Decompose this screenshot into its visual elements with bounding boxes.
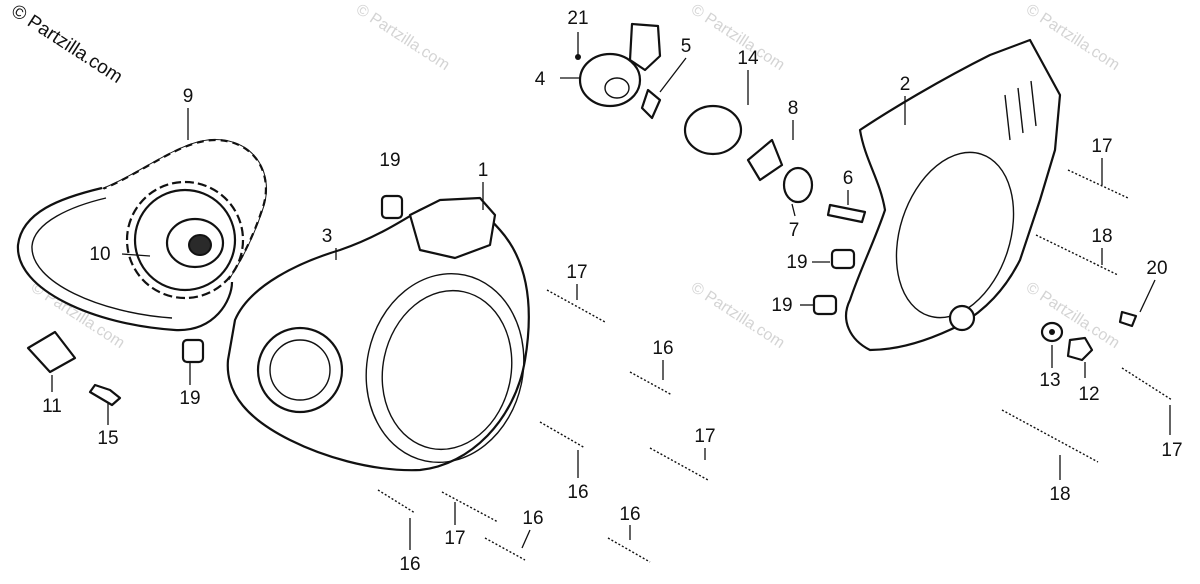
callout-11: 11 xyxy=(42,396,62,417)
callout-13: 13 xyxy=(1039,370,1060,391)
callout-19: 19 xyxy=(379,150,400,171)
callout-21: 21 xyxy=(567,8,588,29)
dowel-pin xyxy=(812,294,838,316)
collar xyxy=(782,166,814,204)
callout-2: 2 xyxy=(900,74,911,95)
callout-15: 15 xyxy=(97,428,118,449)
callout-16: 16 xyxy=(522,508,543,529)
callout-10: 10 xyxy=(89,244,110,265)
callout-5: 5 xyxy=(681,36,692,57)
faint-watermark: © Partzilla.com xyxy=(353,1,453,74)
watermark: © Partzilla.com xyxy=(7,1,126,88)
callout-labels: 21 5 4 14 8 2 9 19 1 3 10 6 7 17 18 19 2… xyxy=(42,8,1182,575)
callout-7: 7 xyxy=(789,220,800,241)
callout-16: 16 xyxy=(619,504,640,525)
callout-16: 16 xyxy=(567,482,588,503)
callout-19: 19 xyxy=(771,295,792,316)
callout-17: 17 xyxy=(1091,136,1112,157)
callout-16: 16 xyxy=(399,554,420,575)
retainer-plate xyxy=(746,138,784,182)
callout-8: 8 xyxy=(788,98,799,119)
side-cover xyxy=(845,38,1062,352)
callout-6: 6 xyxy=(843,168,854,189)
crankcase-cover-rim xyxy=(365,272,525,464)
callout-12: 12 xyxy=(1078,384,1099,405)
crankcase-cover-inner-rim xyxy=(381,289,513,451)
callout-19: 19 xyxy=(786,252,807,273)
dowel-pin xyxy=(830,248,856,270)
callout-17: 17 xyxy=(566,262,587,283)
pulser-assembly xyxy=(575,22,662,120)
clip-bracket xyxy=(26,330,77,374)
nut xyxy=(1066,336,1094,362)
callout-18: 18 xyxy=(1049,484,1070,505)
sprocket xyxy=(125,180,245,300)
dowel-pin xyxy=(380,194,404,220)
side-cover-vents xyxy=(1004,80,1037,141)
callout-3: 3 xyxy=(322,226,333,247)
callout-17: 17 xyxy=(694,426,715,447)
screw-20 xyxy=(1118,310,1138,328)
callout-16: 16 xyxy=(652,338,673,359)
callout-19: 19 xyxy=(179,388,200,409)
callout-14: 14 xyxy=(737,48,759,69)
dowel-pin xyxy=(181,338,205,364)
side-cover-recess xyxy=(895,151,1015,319)
callout-17: 17 xyxy=(1161,440,1182,461)
oil-seal xyxy=(683,104,743,156)
bolts xyxy=(377,169,1173,563)
leader-lines xyxy=(51,32,1171,550)
callout-17: 17 xyxy=(444,528,465,549)
cover-1-bracket xyxy=(408,196,497,260)
stud-bolt xyxy=(826,203,867,224)
bolt-15 xyxy=(88,383,122,407)
callout-9: 9 xyxy=(183,86,194,107)
callout-18: 18 xyxy=(1091,226,1112,247)
chain-guide-inner xyxy=(31,197,173,319)
callout-1: 1 xyxy=(478,160,489,181)
callout-4: 4 xyxy=(535,69,546,90)
crankcase-cover-boss-inner xyxy=(269,339,331,401)
callout-20: 20 xyxy=(1146,258,1167,279)
side-cover-bolt-hole xyxy=(948,304,976,332)
